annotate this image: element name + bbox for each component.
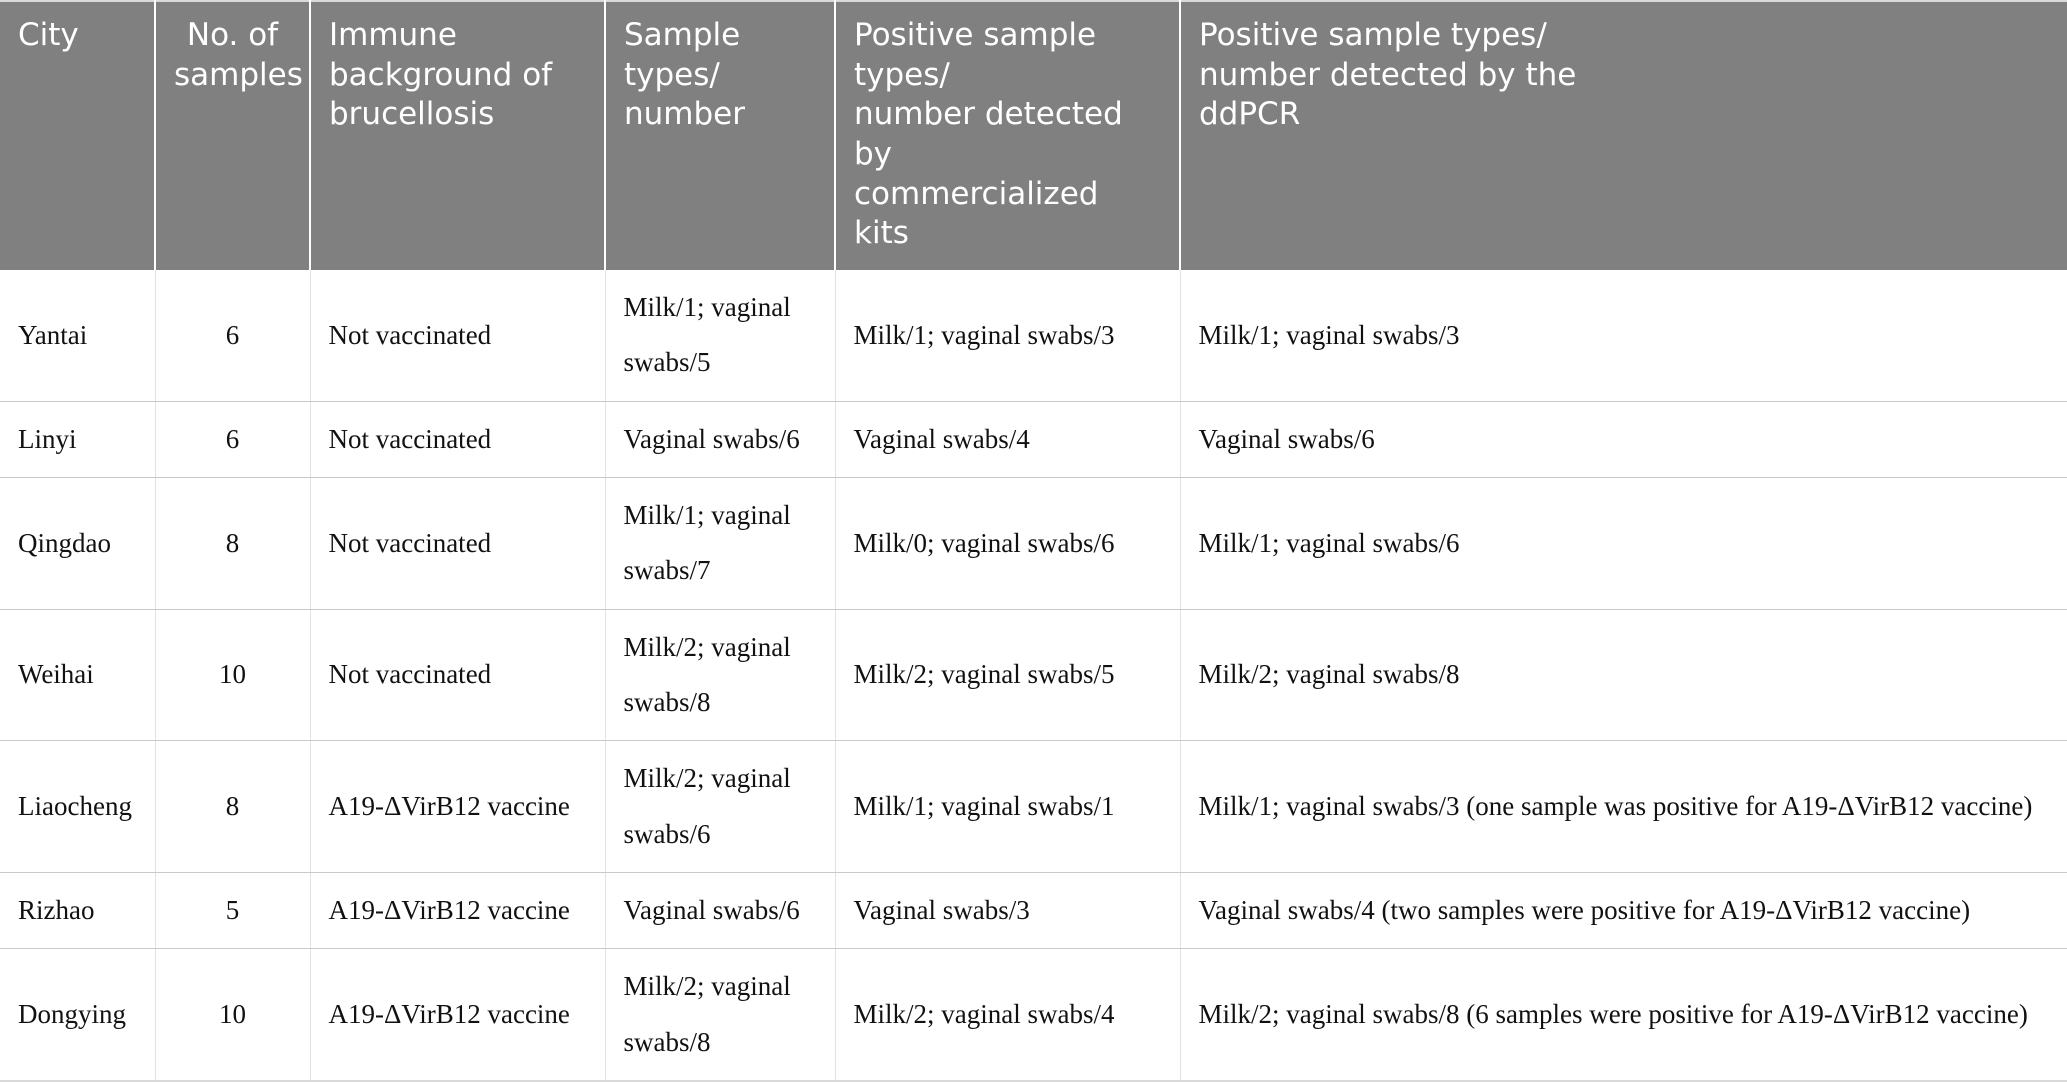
header-line: commercialized kits [854,175,1099,252]
header-line: number [624,96,745,133]
cell-samples: 8 [155,740,311,874]
header-line: number detected by [854,96,1123,173]
cell-sample-types: Milk/1; vaginal swabs/5 [605,270,836,402]
header-line: No. of [186,17,279,53]
header-line: brucellosis [329,96,495,133]
cell-sample-types: Milk/2; vaginal swabs/8 [605,948,836,1082]
cell-positive-ddpcr: Milk/2; vaginal swabs/8 [1180,609,2067,742]
cell-positive-ddpcr: Milk/2; vaginal swabs/8 (6 samples were … [1180,948,2067,1082]
cell-sample-types: Milk/2; vaginal swabs/8 [605,609,836,742]
column-header-positive-ddpcr: Positive sample types/ number detected b… [1180,1,2067,271]
table-row: Rizhao 5 A19-ΔVirB12 vaccine Vaginal swa… [0,872,2067,950]
header-line: City [18,17,79,53]
cell-city: Weihai [0,609,156,742]
cell-positive-ddpcr: Milk/1; vaginal swabs/6 [1180,477,2067,610]
column-header-city: City [0,1,156,271]
cell-city: Linyi [0,401,156,479]
cell-sample-types: Milk/2; vaginal swabs/6 [605,740,836,874]
cell-samples: 10 [155,948,311,1082]
cell-samples: 6 [155,401,311,479]
cell-positive-kits: Milk/1; vaginal swabs/1 [835,740,1181,874]
cell-city: Yantai [0,270,156,402]
cell-positive-kits: Milk/2; vaginal swabs/5 [835,609,1181,742]
header-line: ddPCR [1199,96,1301,133]
cell-city: Liaocheng [0,740,156,874]
table-row: Yantai 6 Not vaccinated Milk/1; vaginal … [0,270,2067,402]
cell-positive-kits: Milk/0; vaginal swabs/6 [835,477,1181,610]
cell-city: Qingdao [0,477,156,610]
header-line: Immune [329,17,457,53]
cell-immune: Not vaccinated [310,609,606,742]
table-row: Qingdao 8 Not vaccinated Milk/1; vaginal… [0,477,2067,610]
header-line: samples [174,56,303,93]
cell-sample-types: Vaginal swabs/6 [605,872,836,950]
cell-positive-ddpcr: Milk/1; vaginal swabs/3 (one sample was … [1180,740,2067,874]
table-header: City No. of samples Immune background of… [0,1,2067,271]
cell-city: Dongying [0,948,156,1082]
header-line: background of [329,56,553,93]
cell-sample-types: Milk/1; vaginal swabs/7 [605,477,836,610]
header-line: Positive sample types/ [1199,17,1547,53]
cell-positive-kits: Milk/1; vaginal swabs/3 [835,270,1181,402]
cell-positive-ddpcr: Vaginal swabs/6 [1180,401,2067,479]
cell-samples: 8 [155,477,311,610]
table-row: Linyi 6 Not vaccinated Vaginal swabs/6 V… [0,401,2067,479]
table-row: Weihai 10 Not vaccinated Milk/2; vaginal… [0,609,2067,742]
header-line: Positive sample types/ [854,17,1097,93]
header-row: City No. of samples Immune background of… [0,1,2067,271]
cell-sample-types: Vaginal swabs/6 [605,401,836,479]
cell-city: Rizhao [0,872,156,950]
table-body: Yantai 6 Not vaccinated Milk/1; vaginal … [0,270,2067,1082]
cell-immune: Not vaccinated [310,270,606,402]
cell-positive-kits: Vaginal swabs/4 [835,401,1181,479]
table-row: Liaocheng 8 A19-ΔVirB12 vaccine Milk/2; … [0,740,2067,874]
cell-immune: A19-ΔVirB12 vaccine [310,740,606,874]
cell-samples: 5 [155,872,311,950]
cell-immune: A19-ΔVirB12 vaccine [310,948,606,1082]
column-header-positive-kits: Positive sample types/ number detected b… [835,1,1181,271]
header-line: number detected by the [1199,56,1577,93]
cell-immune: A19-ΔVirB12 vaccine [310,872,606,950]
column-header-no-of-samples: No. of samples [155,1,311,271]
cell-immune: Not vaccinated [310,477,606,610]
cell-samples: 10 [155,609,311,742]
table-row: Dongying 10 A19-ΔVirB12 vaccine Milk/2; … [0,948,2067,1082]
column-header-immune-background: Immune background of brucellosis [310,1,606,271]
cell-positive-ddpcr: Vaginal swabs/4 (two samples were positi… [1180,872,2067,950]
cell-immune: Not vaccinated [310,401,606,479]
column-header-sample-types: Sample types/ number [605,1,836,271]
cell-positive-ddpcr: Milk/1; vaginal swabs/3 [1180,270,2067,402]
header-line: Sample types/ [624,17,741,93]
cell-samples: 6 [155,270,311,402]
cell-positive-kits: Milk/2; vaginal swabs/4 [835,948,1181,1082]
cell-positive-kits: Vaginal swabs/3 [835,872,1181,950]
